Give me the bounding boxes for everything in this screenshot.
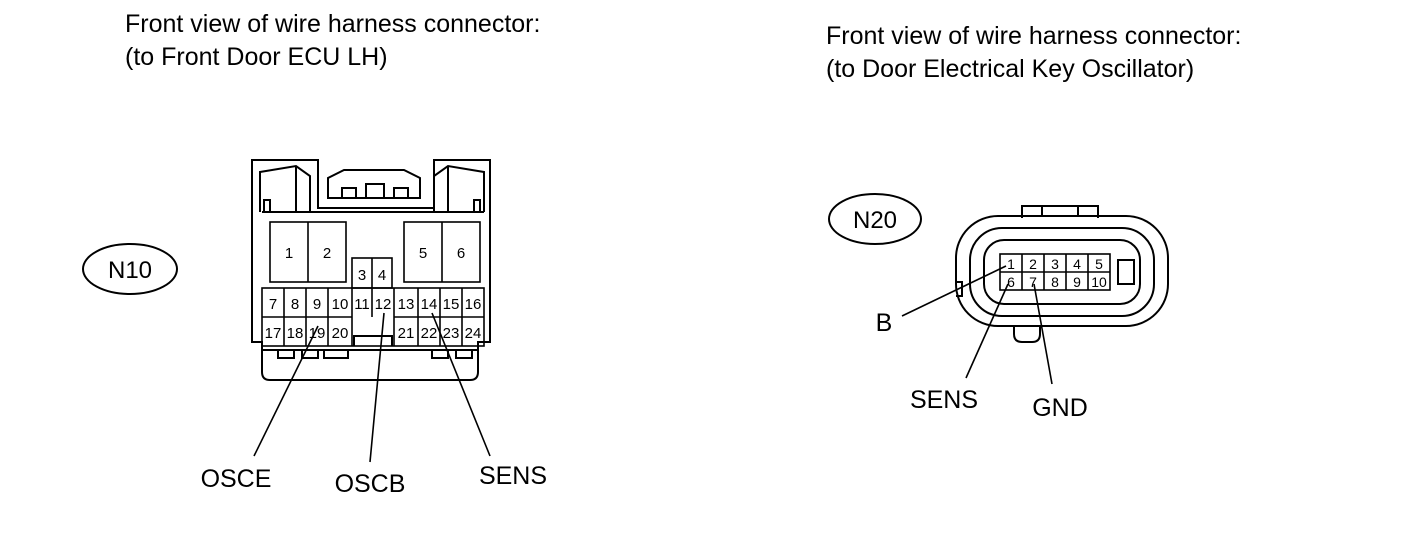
n20-right-window xyxy=(1117,259,1135,285)
n10-pin: 7 xyxy=(269,296,277,313)
n20-pin: 1 xyxy=(1007,256,1015,272)
n10-left-ear-tab xyxy=(263,199,271,212)
n10-pin: 2 xyxy=(323,245,331,262)
oscb-label: OSCB xyxy=(335,470,406,498)
n10-leader-lines xyxy=(253,312,491,463)
n20-inner-face xyxy=(983,239,1141,305)
n10-pin: 13 xyxy=(398,296,415,313)
n10-top-lock xyxy=(327,169,421,199)
n20-pin: 9 xyxy=(1073,274,1081,290)
n20-pin: 3 xyxy=(1051,256,1059,272)
right-title-line1: Front view of wire harness connector: xyxy=(826,22,1242,50)
n10-pin: 6 xyxy=(457,245,465,262)
n10-pin: 11 xyxy=(354,296,370,313)
n20-outer-shell xyxy=(955,215,1169,327)
n20-sens-leader xyxy=(965,283,1009,379)
n10-lock-slot-right xyxy=(393,187,409,199)
n10-pin: 5 xyxy=(419,245,427,262)
n20-pin: 8 xyxy=(1051,274,1059,290)
n10-pin: 22 xyxy=(421,325,438,342)
n10-pin: 4 xyxy=(378,267,386,284)
left-title-line2: (to Front Door ECU LH) xyxy=(125,43,388,71)
n10-bottom-slot-4 xyxy=(431,349,449,359)
osce-leader xyxy=(253,325,319,457)
n20-tag-label: N20 xyxy=(853,207,897,234)
n10-outer-shell xyxy=(251,159,491,381)
n10-tag: N10 xyxy=(82,243,178,295)
n10-pin: 21 xyxy=(398,325,415,342)
n20-callouts: B SENS GND xyxy=(876,309,1088,422)
n20-pin: 10 xyxy=(1091,274,1107,290)
n20-sens-label: SENS xyxy=(910,386,978,414)
n20-pin-cavities xyxy=(999,253,1111,291)
n20-left-latch xyxy=(956,281,963,297)
n10-pin: 8 xyxy=(291,296,299,313)
n10-pin: 16 xyxy=(465,296,482,313)
n20-pin-numbers: 1 2 3 4 5 6 7 8 9 10 xyxy=(1007,256,1107,290)
n10-sens-label: SENS xyxy=(479,462,547,490)
n10-pin: 12 xyxy=(375,296,392,313)
n10-pin: 10 xyxy=(332,296,349,313)
n20-top-lock xyxy=(1021,205,1099,218)
left-connector-title: Front view of wire harness connector: (t… xyxy=(125,8,540,74)
n20-pin: 5 xyxy=(1095,256,1103,272)
n10-pin-numbers: 1 2 3 4 5 6 7 8 9 10 11 12 13 14 15 16 1… xyxy=(265,245,482,342)
n10-pin: 23 xyxy=(443,325,460,342)
n10-pin: 1 xyxy=(285,245,293,262)
gnd-label: GND xyxy=(1032,394,1088,422)
n10-sens-leader xyxy=(431,312,491,457)
n10-bottom-slot-3 xyxy=(323,349,349,359)
n10-bottom-slot-2 xyxy=(301,349,319,359)
n20-top-lock-inner xyxy=(1041,206,1079,217)
n10-pin: 17 xyxy=(265,325,282,342)
n20-pin: 4 xyxy=(1073,256,1081,272)
n20-bottom-key xyxy=(1013,326,1041,343)
n10-pin: 3 xyxy=(358,267,366,284)
n20-connector-housing xyxy=(955,205,1169,343)
n10-pin: 24 xyxy=(465,325,482,342)
right-title-line2: (to Door Electrical Key Oscillator) xyxy=(826,55,1195,83)
n10-center-key xyxy=(353,335,393,346)
n10-bottom-slot-5 xyxy=(455,349,473,359)
osce-label: OSCE xyxy=(201,465,272,493)
n10-right-ear xyxy=(433,164,485,212)
right-connector-title: Front view of wire harness connector: (t… xyxy=(826,20,1241,86)
n10-lock-tab xyxy=(365,183,385,199)
n10-tag-ellipse xyxy=(82,243,178,295)
n20-leader-lines xyxy=(901,265,1053,385)
oscb-leader xyxy=(369,312,385,463)
n20-tag-ellipse xyxy=(828,193,922,245)
n10-left-ear xyxy=(259,164,311,212)
n10-callouts: OSCE OSCB SENS xyxy=(201,462,547,498)
n10-pin-cavities xyxy=(261,221,485,347)
n10-pin: 9 xyxy=(313,296,321,313)
n10-connector-housing xyxy=(251,159,491,381)
n10-pin: 14 xyxy=(421,296,438,313)
left-title-line1: Front view of wire harness connector: xyxy=(125,10,541,38)
n20-pin: 6 xyxy=(1007,274,1015,290)
n10-right-ear-tab xyxy=(473,199,481,212)
n10-bottom-slot-1 xyxy=(277,349,295,359)
n20-pin: 7 xyxy=(1029,274,1037,290)
n10-pin: 18 xyxy=(287,325,304,342)
n10-pin: 15 xyxy=(443,296,460,313)
gnd-leader xyxy=(1033,283,1053,385)
b-leader xyxy=(901,265,1007,317)
b-label: B xyxy=(876,309,893,337)
n20-pin: 2 xyxy=(1029,256,1037,272)
n10-lock-slot-left xyxy=(341,187,357,199)
n10-tag-label: N10 xyxy=(108,257,152,284)
n20-inner-shell xyxy=(969,227,1155,317)
n10-pin: 20 xyxy=(332,325,349,342)
n20-tag: N20 xyxy=(828,193,922,245)
